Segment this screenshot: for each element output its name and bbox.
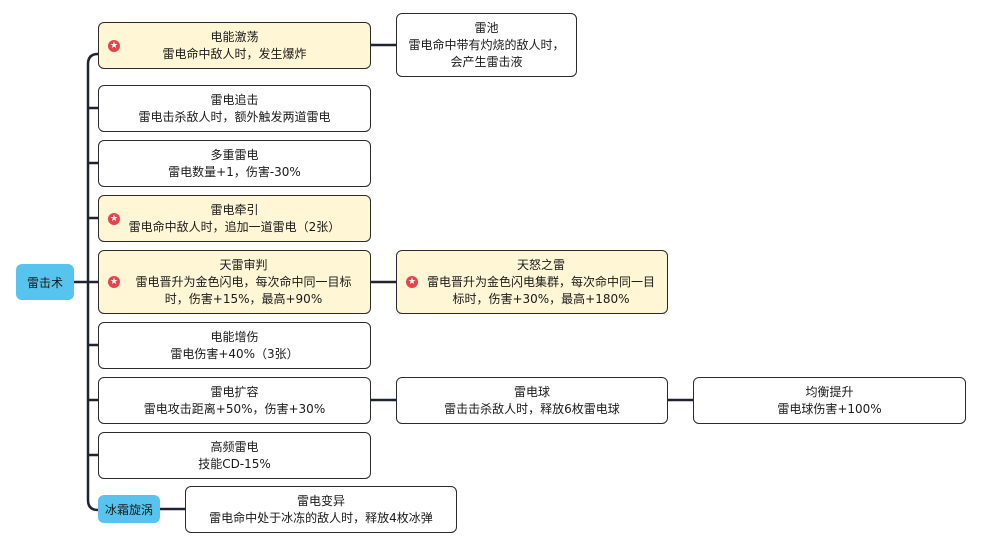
node-title: 高频雷电 xyxy=(210,439,259,454)
node-desc: 雷电命中敌人时，追加一道雷电（2张） xyxy=(128,219,341,234)
node-title: 雷电牵引 xyxy=(210,202,259,217)
node-title: 雷电球 xyxy=(513,384,550,399)
node-leidian-bianyi[interactable]: 雷电变异 雷电命中处于冰冻的敌人时，释放4枚冰弹 xyxy=(185,486,457,533)
node-title: 雷电变异 xyxy=(296,493,345,508)
node-title: 多重雷电 xyxy=(210,147,259,162)
node-leidian-zhuiji[interactable]: 雷电追击 雷电击杀敌人时，额外触发两道雷电 xyxy=(98,85,371,132)
node-title: 电能增伤 xyxy=(210,329,259,344)
star-badge-icon: ★ xyxy=(108,40,120,52)
star-badge-icon: ★ xyxy=(406,276,418,288)
node-desc: 雷电球伤害+100% xyxy=(777,401,882,416)
node-desc: 雷电命中带有灼烧的敌人时，会产生雷击液 xyxy=(408,37,565,69)
node-dianneng-zengshang[interactable]: 电能增伤 雷电伤害+40%（3张） xyxy=(98,322,371,369)
node-title: 均衡提升 xyxy=(805,384,854,399)
node-duochong-leidian[interactable]: 多重雷电 雷电数量+1，伤害-30% xyxy=(98,140,371,187)
node-tiannu-zhilei[interactable]: ★ 天怒之雷 雷电晋升为金色闪电集群，每次命中同一目标时，伤害+30%，最高+1… xyxy=(396,250,668,314)
node-tianlei-shenpan[interactable]: ★ 天雷审判 雷电晋升为金色闪电，每次命中同一目标时，伤害+15%，最高+90% xyxy=(98,250,371,314)
node-junheng-tisheng[interactable]: 均衡提升 雷电球伤害+100% xyxy=(693,377,966,424)
node-desc: 技能CD-15% xyxy=(198,456,271,471)
node-desc: 雷电命中敌人时，发生爆炸 xyxy=(162,46,307,61)
root-node[interactable]: 雷击术 xyxy=(16,264,74,300)
node-desc: 雷电命中处于冰冻的敌人时，释放4枚冰弹 xyxy=(209,510,433,525)
node-leidian-qiu[interactable]: 雷电球 雷击击杀敌人时，释放6枚雷电球 xyxy=(396,377,668,424)
node-desc: 雷电伤害+40%（3张） xyxy=(170,346,299,361)
node-desc: 雷电击杀敌人时，额外触发两道雷电 xyxy=(138,109,331,124)
star-badge-icon: ★ xyxy=(108,276,120,288)
node-desc: 雷击击杀敌人时，释放6枚雷电球 xyxy=(444,401,620,416)
node-title: 天怒之雷 xyxy=(516,257,565,272)
node-title: 雷电扩容 xyxy=(210,384,259,399)
node-gaopin-leidian[interactable]: 高频雷电 技能CD-15% xyxy=(98,432,371,479)
node-leichi[interactable]: 雷池 雷电命中带有灼烧的敌人时，会产生雷击液 xyxy=(396,13,577,77)
node-desc: 雷电攻击距离+50%，伤害+30% xyxy=(143,401,326,416)
node-title: 电能激荡 xyxy=(210,29,259,44)
node-title: 雷电追击 xyxy=(210,92,259,107)
node-title: 雷池 xyxy=(474,20,499,35)
node-leidian-qianyin[interactable]: ★ 雷电牵引 雷电命中敌人时，追加一道雷电（2张） xyxy=(98,195,371,242)
frost-vortex-node[interactable]: 冰霜旋涡 xyxy=(98,495,160,523)
node-leidian-kuorong[interactable]: 雷电扩容 雷电攻击距离+50%，伤害+30% xyxy=(98,377,371,424)
star-badge-icon: ★ xyxy=(108,213,120,225)
node-desc: 雷电晋升为金色闪电集群，每次命中同一目标时，伤害+30%，最高+180% xyxy=(426,274,655,306)
node-title: 天雷审判 xyxy=(219,257,268,272)
node-desc: 雷电晋升为金色闪电，每次命中同一目标时，伤害+15%，最高+90% xyxy=(135,274,352,306)
node-dianneng-jidang[interactable]: ★ 电能激荡 雷电命中敌人时，发生爆炸 xyxy=(98,22,371,69)
node-desc: 雷电数量+1，伤害-30% xyxy=(168,164,301,179)
